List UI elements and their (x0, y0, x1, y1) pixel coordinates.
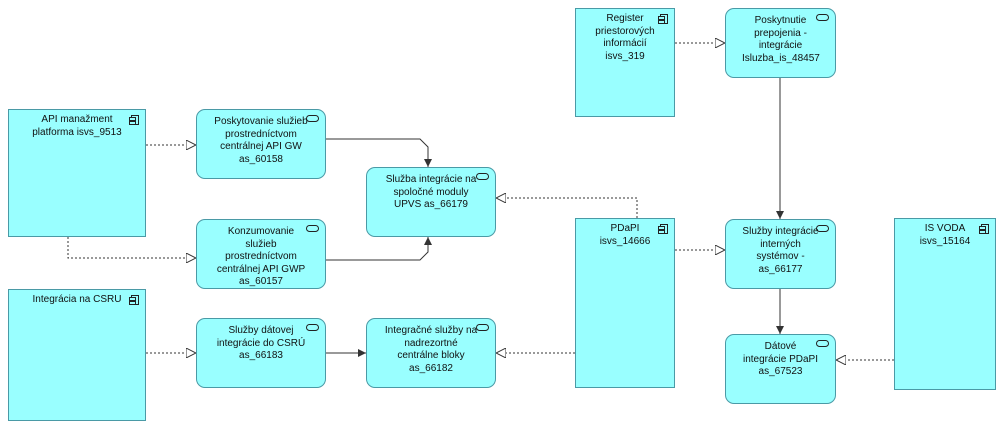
application-component-node[interactable]: PDaPI isvs_14666 (575, 218, 675, 388)
triggering-relation[interactable] (326, 237, 432, 261)
application-service-node[interactable]: Poskytovanie služieb prostredníctvom cen… (196, 109, 326, 179)
application-component-node[interactable]: Integrácia na CSRU (8, 289, 146, 421)
realization-relation[interactable] (496, 198, 638, 218)
application-service-node[interactable]: Služby integrácie interných systémov - a… (725, 219, 836, 289)
component-icon (658, 224, 668, 234)
application-component-node[interactable]: IS VODA isvs_15164 (894, 218, 996, 390)
node-label: Služby integrácie interných systémov - a… (742, 226, 819, 275)
node-label: Register priestorových informácií isvs_3… (595, 13, 655, 62)
application-service-node[interactable]: Služby dátovej integrácie do CSRÚ as_661… (196, 318, 326, 388)
node-label: Dátové integrácie PDaPI as_67523 (742, 341, 819, 377)
application-service-node[interactable]: Služba integrácie na spoločné moduly UPV… (366, 167, 496, 237)
application-service-node[interactable]: Konzumovanie služieb prostredníctvom cen… (196, 219, 326, 289)
service-icon (306, 324, 319, 331)
service-icon (306, 225, 319, 232)
application-service-node[interactable]: Poskytnutie prepojenia - integrácie Islu… (725, 8, 836, 78)
node-label: Integrácia na CSRU (32, 294, 122, 305)
application-component-node[interactable]: Register priestorových informácií isvs_3… (575, 8, 675, 117)
component-icon (129, 295, 139, 305)
node-label: Služby dátovej integrácie do CSRÚ as_661… (216, 325, 306, 361)
application-service-node[interactable]: Dátové integrácie PDaPI as_67523 (725, 334, 836, 404)
service-icon (476, 324, 489, 331)
node-label: IS VODA isvs_15164 (919, 223, 971, 247)
node-label: API manažment platforma isvs_9513 (32, 114, 122, 138)
node-label: Poskytnutie prepojenia - integrácie Islu… (742, 15, 820, 64)
service-icon (816, 14, 829, 21)
component-icon (979, 224, 989, 234)
realization-relation[interactable] (67, 237, 196, 258)
component-icon (658, 14, 668, 24)
application-component-node[interactable]: API manažment platforma isvs_9513 (8, 109, 146, 237)
service-icon (816, 340, 829, 347)
component-icon (129, 115, 139, 125)
service-icon (306, 115, 319, 122)
service-icon (816, 225, 829, 232)
relations-layer (67, 43, 894, 360)
triggering-relation[interactable] (326, 138, 432, 167)
node-label: Konzumovanie služieb prostredníctvom cen… (216, 226, 306, 287)
node-label: Poskytovanie služieb prostredníctvom cen… (214, 116, 308, 165)
node-label: Služba integrácie na spoločné moduly UPV… (385, 174, 477, 210)
node-label: Integračné služby na nadrezortné centrál… (384, 325, 478, 374)
service-icon (476, 173, 489, 180)
node-label: PDaPI isvs_14666 (599, 223, 651, 247)
application-service-node[interactable]: Integračné služby na nadrezortné centrál… (366, 318, 496, 388)
